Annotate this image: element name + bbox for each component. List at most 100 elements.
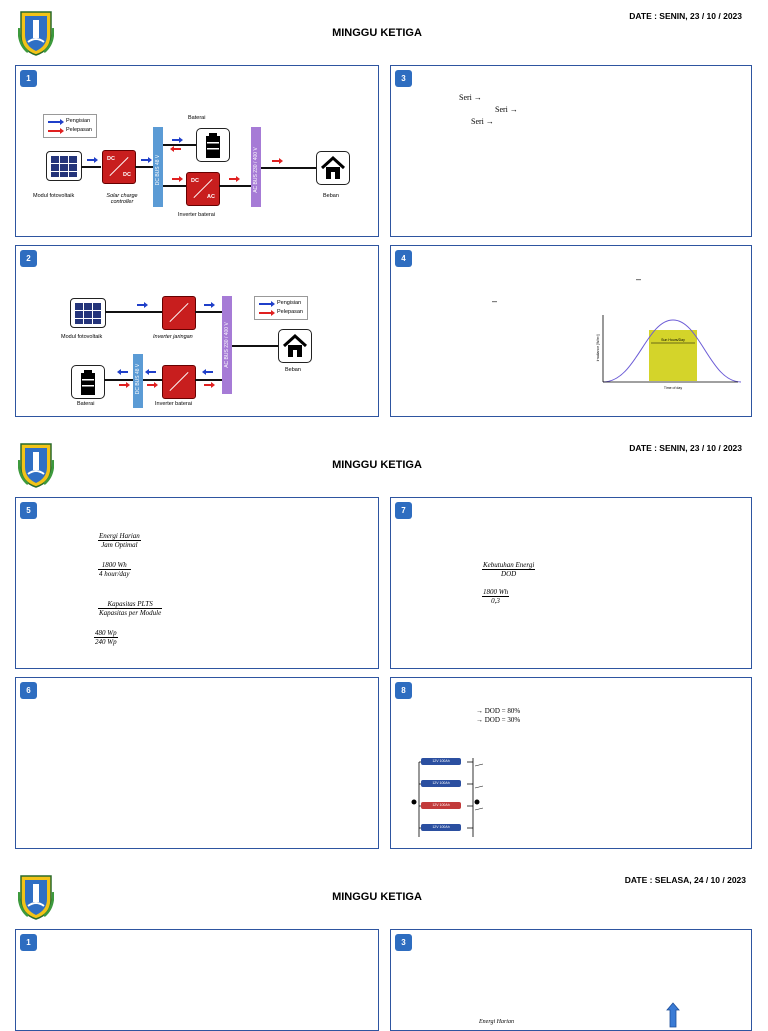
panel-number-badge: 8 [395, 682, 412, 699]
connector-line [105, 311, 162, 313]
legend-discharge-label: Pelepasan [66, 127, 92, 133]
battery-cell: 12V 100Ah [421, 802, 461, 809]
charge-arrow-icon [141, 157, 152, 163]
battery-cell: 12V 100Ah [421, 780, 461, 787]
section-date: DATE : SELASA, 24 / 10 / 2023 [624, 875, 746, 885]
panel-number-badge: 4 [395, 250, 412, 267]
panel-number-badge: 5 [20, 502, 37, 519]
load-label: Beban [323, 193, 339, 199]
series-text: Seri → [459, 93, 482, 102]
dc-bus: DC BUS 48 V [133, 354, 143, 408]
legend-charge-label: Pengisian [66, 118, 91, 124]
panel-5: 5 Energi Harian Jam Optimal 1800 Wh 4 ho… [15, 497, 379, 669]
panel-number-badge: 1 [20, 934, 37, 951]
connector-line [232, 345, 278, 347]
panel-7: 7 Kebutuhan Energi DOD 1800 Wh 0,3 [390, 497, 752, 669]
series-text: Seri → [495, 105, 518, 114]
discharge-arrow-icon [147, 382, 158, 388]
battery-cell: 12V 100Ah [421, 824, 461, 831]
chart-xlabel: Time of day [664, 386, 682, 390]
section-2: MINGGU KETIGA DATE : SENIN, 23 / 10 / 20… [0, 432, 768, 864]
province-logo [18, 11, 54, 56]
panel-number-badge: 6 [20, 682, 37, 699]
dash-mark: – [492, 296, 498, 306]
pv-module-icon [46, 151, 82, 181]
dc-ac-inverter-icon [162, 365, 196, 399]
section-3: MINGGU KETIGA DATE : SELASA, 24 / 10 / 2… [0, 864, 768, 1031]
fraction-numerator: 1800 Wh [98, 561, 131, 570]
connector-line [143, 379, 162, 381]
panel-3: 3 Energi Harian [390, 929, 752, 1031]
pv-module-label: Modul fotovoltaik [33, 193, 75, 199]
discharge-arrow-icon [172, 176, 183, 182]
fraction-denominator: Kapasitas per Module [99, 609, 162, 617]
charge-arrow-icon [48, 118, 64, 125]
house-icon [278, 329, 312, 363]
section-date: DATE : SENIN, 23 / 10 / 2023 [629, 11, 742, 21]
connector-line [219, 185, 251, 187]
fraction-denominator: 0,3 [491, 597, 500, 605]
dod-line: → DOD = 80% [476, 707, 521, 715]
panel-number-badge: 3 [395, 934, 412, 951]
connector-line [135, 166, 153, 168]
fraction-denominator: DOD [501, 570, 517, 578]
panel-1: 1 Pengisian Pelepasan Modul fotovoltaik … [15, 65, 379, 237]
irradiance-curve [602, 319, 741, 383]
fraction-pv-capacity: Kapasitas PLTS Kapasitas per Module [98, 600, 163, 617]
charge-arrow-icon [172, 137, 183, 143]
panel-2: 2 Modul fotovoltaik Inverter jaringan AC… [15, 245, 379, 417]
battery-label: Baterai [188, 115, 206, 121]
section-1: MINGGU KETIGA DATE : SENIN, 23 / 10 / 20… [0, 0, 768, 432]
fraction-numerator: 1800 Wh [482, 588, 510, 597]
charge-arrow-icon [145, 369, 156, 375]
connector-line [163, 144, 196, 146]
section-title: MINGGU KETIGA [332, 459, 422, 471]
discharge-arrow-icon [204, 382, 215, 388]
legend-discharge-label: Pelepasan [277, 309, 303, 315]
fraction-numerator: 480 Wp [94, 629, 118, 638]
discharge-arrow-icon [229, 176, 240, 182]
section-date: DATE : SENIN, 23 / 10 / 2023 [629, 443, 742, 453]
connector-line [195, 379, 222, 381]
load-label: Beban [285, 367, 301, 373]
battery-icon [196, 128, 230, 162]
dash-mark: – [636, 274, 642, 284]
ac-bus: AC BUS 230 / 400 V [222, 296, 232, 394]
fraction-value: 1800 Wh 4 hour/day [98, 561, 131, 578]
panel-number-badge: 1 [20, 70, 37, 87]
connector-line [163, 185, 186, 187]
dc-bus: DC BUS 48 V [153, 127, 163, 207]
charge-arrow-icon [202, 369, 213, 375]
connector-line [81, 166, 101, 168]
connector-line [104, 379, 133, 381]
connector-line [195, 311, 222, 313]
dod-line: → DOD = 30% [476, 716, 521, 724]
fraction-numerator: Kapasitas PLTS [98, 600, 163, 609]
fraction-daily-energy: Energi Harian Jam Optimal [98, 532, 141, 549]
fraction-value: 1800 Wh 0,3 [482, 588, 510, 605]
sun-hours-band [649, 330, 697, 381]
panel-4: 4 – – Sun Hours/Day Time of day Irradian… [390, 245, 752, 417]
ac-bus: AC BUS 230 / 400 V [251, 127, 261, 207]
charge-arrow-icon [259, 300, 275, 307]
fraction-numerator: Kebutuhan Energi [482, 561, 536, 570]
section-title: MINGGU KETIGA [332, 891, 422, 903]
battery-cell: 12V 100Ah [421, 758, 461, 765]
panel-3: 3 Seri → Seri → Seri → [390, 65, 752, 237]
diagram-legend: Pengisian Pelepasan [43, 114, 97, 138]
discharge-arrow-icon [119, 382, 130, 388]
panel-number-badge: 7 [395, 502, 412, 519]
panel-number-badge: 2 [20, 250, 37, 267]
battery-icon [71, 365, 105, 399]
battery-label: Baterai [77, 401, 95, 407]
series-text: Seri → [471, 117, 494, 126]
chart-ylabel: Irradiance [W/m²] [596, 335, 600, 362]
sun-hours-chart: Sun Hours/Day Time of day Irradiance [W/… [596, 315, 741, 390]
panel-number-badge: 3 [395, 70, 412, 87]
discharge-arrow-icon [272, 158, 283, 164]
fraction-denominator: 4 hour/day [99, 570, 130, 578]
dc-ac-inverter-icon [162, 296, 196, 330]
panel-6: 6 [15, 677, 379, 849]
grid-inverter-label: Inverter jaringan [153, 334, 193, 340]
